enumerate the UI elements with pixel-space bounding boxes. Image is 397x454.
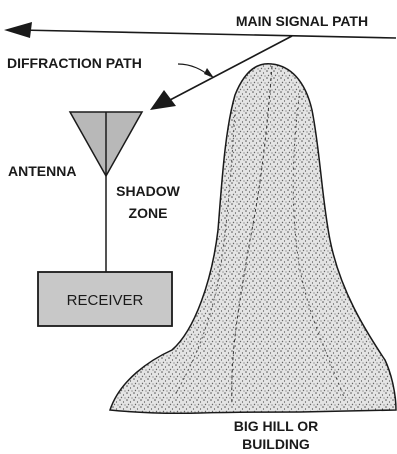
diffraction-leader-head: [204, 68, 214, 78]
diffraction-path-label: DIFFRACTION PATH: [7, 55, 142, 71]
receiver: RECEIVER: [38, 272, 172, 326]
hill-label-line2: BUILDING: [242, 436, 310, 452]
shadow-zone-label-line1: SHADOW: [116, 183, 181, 199]
receiver-label: RECEIVER: [67, 292, 144, 309]
hill: [110, 64, 396, 414]
hill-shape: [110, 64, 396, 414]
diffraction-arrowhead: [150, 90, 176, 110]
shadow-zone-label-line2: ZONE: [129, 205, 168, 221]
main-signal-arrowhead: [4, 22, 32, 38]
main-signal-path-label: MAIN SIGNAL PATH: [236, 13, 368, 29]
hill-label-line1: BIG HILL OR: [234, 418, 319, 434]
main-signal-line: [20, 30, 396, 38]
diffraction-leader: [178, 64, 214, 78]
antenna-label: ANTENNA: [8, 163, 76, 179]
